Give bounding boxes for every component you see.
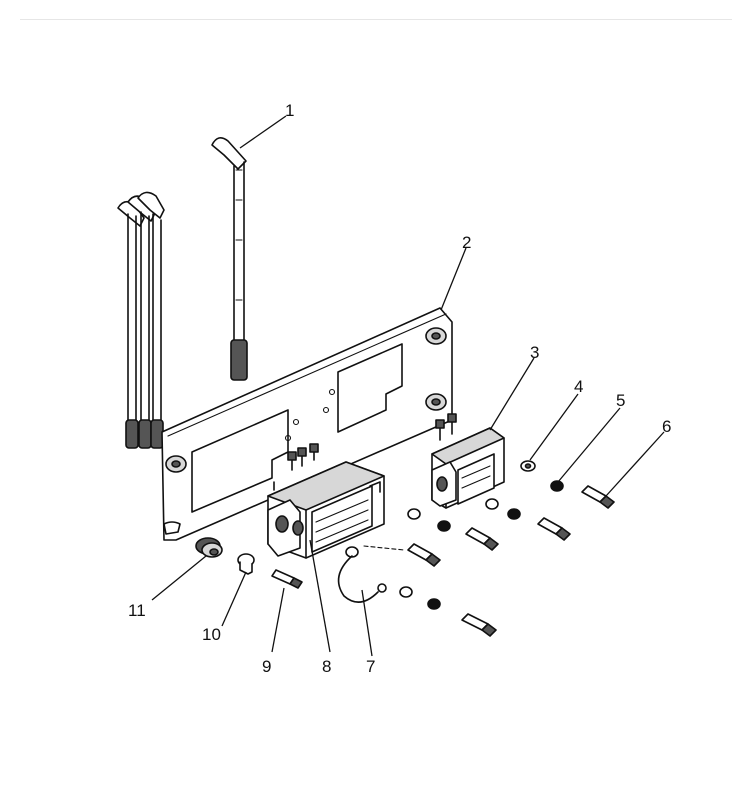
lock-washers (427, 480, 564, 610)
spark-plug-wire-1 (211, 137, 248, 381)
bolt (407, 543, 441, 567)
ignition-coil-small (431, 413, 505, 509)
callout-11: 11 (128, 601, 146, 620)
sleeve-spacer (237, 553, 255, 575)
ground-strap (337, 545, 405, 603)
spark-plug-wire-left-2 (127, 195, 156, 449)
callout-1: 1 (285, 101, 294, 120)
callout-labels: 1 2 3 4 5 6 7 8 9 10 11 (128, 101, 671, 676)
callout-5: 5 (616, 391, 625, 410)
callout-4: 4 (574, 377, 583, 396)
leader-lines (151, 115, 665, 657)
bolt (465, 527, 499, 551)
spark-plug-wire-left-3 (137, 191, 165, 449)
ignition-coil-large (267, 443, 385, 559)
bolt (461, 613, 497, 637)
bracket-grommet (165, 455, 187, 473)
callout-6: 6 (662, 417, 671, 436)
bolt (271, 569, 303, 589)
top-divider (20, 19, 732, 20)
callout-8: 8 (322, 657, 331, 676)
spark-plug-wire-left-1 (117, 200, 145, 449)
callout-3: 3 (530, 343, 539, 362)
bracket-grommet (425, 327, 447, 345)
bolt (537, 517, 571, 541)
callout-9: 9 (262, 657, 271, 676)
bracket-grommet (425, 393, 447, 411)
callout-10: 10 (202, 625, 221, 644)
callout-2: 2 (462, 233, 471, 252)
rubber-grommet (195, 537, 223, 558)
bolt (581, 485, 615, 509)
coil-mounting-bracket (161, 307, 453, 541)
bolts (271, 485, 615, 637)
spark-plug-wire-group (117, 191, 165, 449)
callout-7: 7 (366, 657, 375, 676)
